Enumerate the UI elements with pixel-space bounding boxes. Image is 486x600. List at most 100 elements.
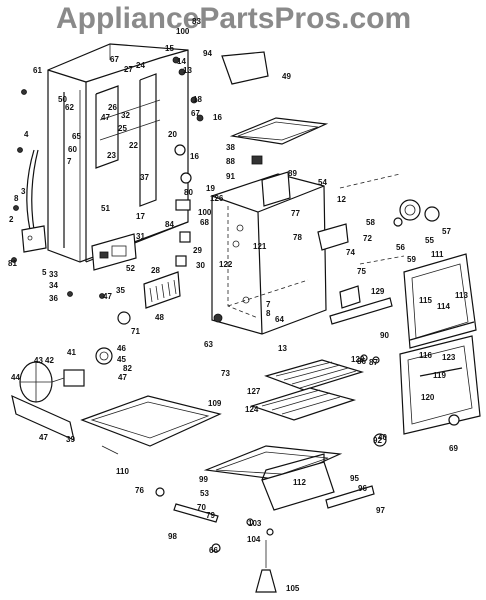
part-label: 13	[278, 344, 287, 353]
part-label: 49	[282, 72, 291, 81]
part-label: 43	[34, 356, 43, 365]
part-label: 119	[433, 371, 446, 380]
part-label: 61	[33, 66, 42, 75]
freezer-shelf	[229, 117, 329, 145]
part-label: 66	[209, 546, 218, 555]
part-label: 88	[226, 157, 235, 166]
side-trim	[21, 149, 47, 253]
part-label: 100	[198, 208, 212, 217]
part-label: 29	[193, 246, 202, 255]
part-label: 122	[219, 260, 233, 269]
cabinet-liner-channel	[95, 73, 161, 207]
leveling-parts	[155, 487, 277, 593]
part-label: 44	[11, 373, 20, 382]
part-label: 8	[14, 194, 19, 203]
part-label: 7	[67, 157, 72, 166]
part-label: 89	[288, 169, 297, 178]
part-label: 67	[110, 55, 119, 64]
part-label: 70	[197, 503, 206, 512]
damper-assembly	[393, 199, 440, 227]
part-label: 126	[210, 194, 224, 203]
part-label: 42	[45, 356, 54, 365]
part-label: 111	[431, 250, 444, 259]
part-label: 68	[200, 218, 209, 227]
part-label: 121	[253, 242, 267, 251]
part-label: 97	[376, 506, 385, 515]
part-label: 76	[135, 486, 144, 495]
part-label: 116	[419, 351, 432, 360]
part-label: 27	[124, 65, 133, 74]
part-label: 123	[442, 353, 456, 362]
control-panel	[91, 233, 137, 271]
part-label: 48	[155, 313, 164, 322]
part-label: 36	[49, 294, 58, 303]
part-label: 26	[108, 103, 117, 112]
part-label: 110	[116, 467, 129, 476]
part-label: 114	[437, 302, 450, 311]
part-label: 77	[291, 209, 300, 218]
part-label: 124	[245, 405, 259, 414]
part-label: 12	[337, 195, 346, 204]
part-label: 14	[177, 57, 186, 66]
part-label: 37	[140, 173, 149, 182]
wire-shelf-lower	[250, 387, 357, 421]
fan-motor-assembly	[11, 347, 113, 442]
part-label: 98	[168, 532, 177, 541]
part-label: 25	[118, 124, 127, 133]
part-label: 105	[286, 584, 300, 593]
part-label: 19	[206, 184, 215, 193]
part-label: 67	[191, 109, 200, 118]
part-label: 32	[121, 111, 130, 120]
part-label: 39	[66, 435, 75, 444]
part-label: 83	[192, 17, 201, 26]
part-label: 112	[293, 478, 306, 487]
part-label: 74	[346, 248, 355, 257]
part-label: 20	[168, 130, 177, 139]
part-label: 109	[208, 399, 222, 408]
part-label: 115	[419, 296, 432, 305]
part-label: 23	[107, 151, 116, 160]
compressor-grill	[143, 271, 181, 309]
wire-shelf-upper	[264, 359, 365, 391]
part-label: 73	[221, 369, 230, 378]
part-label: 17	[136, 212, 145, 221]
part-label: 50	[58, 95, 67, 104]
part-label: 81	[8, 259, 17, 268]
part-label: 72	[363, 234, 372, 243]
part-label: 28	[151, 266, 160, 275]
part-label: 40	[378, 433, 387, 442]
part-label: 8	[266, 309, 271, 318]
part-label: 56	[396, 243, 405, 252]
part-label: 54	[318, 178, 327, 187]
part-label: 24	[136, 61, 145, 70]
part-label: 47	[118, 373, 127, 382]
part-label: 18	[193, 95, 202, 104]
part-label: 51	[101, 204, 110, 213]
part-label: 47	[101, 113, 110, 122]
part-label: 64	[275, 315, 284, 324]
crisper-frame	[203, 445, 343, 481]
part-label: 95	[350, 474, 359, 483]
crisper-drawer	[261, 453, 375, 511]
part-label: 62	[65, 103, 74, 112]
part-label: 90	[380, 331, 389, 340]
part-label: 34	[49, 281, 58, 290]
door-trim	[329, 297, 460, 447]
part-label: 75	[357, 267, 366, 276]
part-label: 96	[358, 484, 367, 493]
part-label: 41	[67, 348, 76, 357]
part-label: 30	[196, 261, 205, 270]
part-label: 47	[39, 433, 48, 442]
small-parts-left	[11, 56, 204, 325]
part-label: 53	[200, 489, 209, 498]
part-label: 104	[247, 535, 261, 544]
part-label: 46	[117, 344, 126, 353]
leader-line	[101, 445, 119, 455]
ice-tray	[221, 51, 269, 85]
part-label: 16	[213, 113, 222, 122]
part-label: 84	[165, 220, 174, 229]
part-label: 82	[123, 364, 132, 373]
part-label: 58	[366, 218, 375, 227]
part-label: 47	[103, 292, 112, 301]
